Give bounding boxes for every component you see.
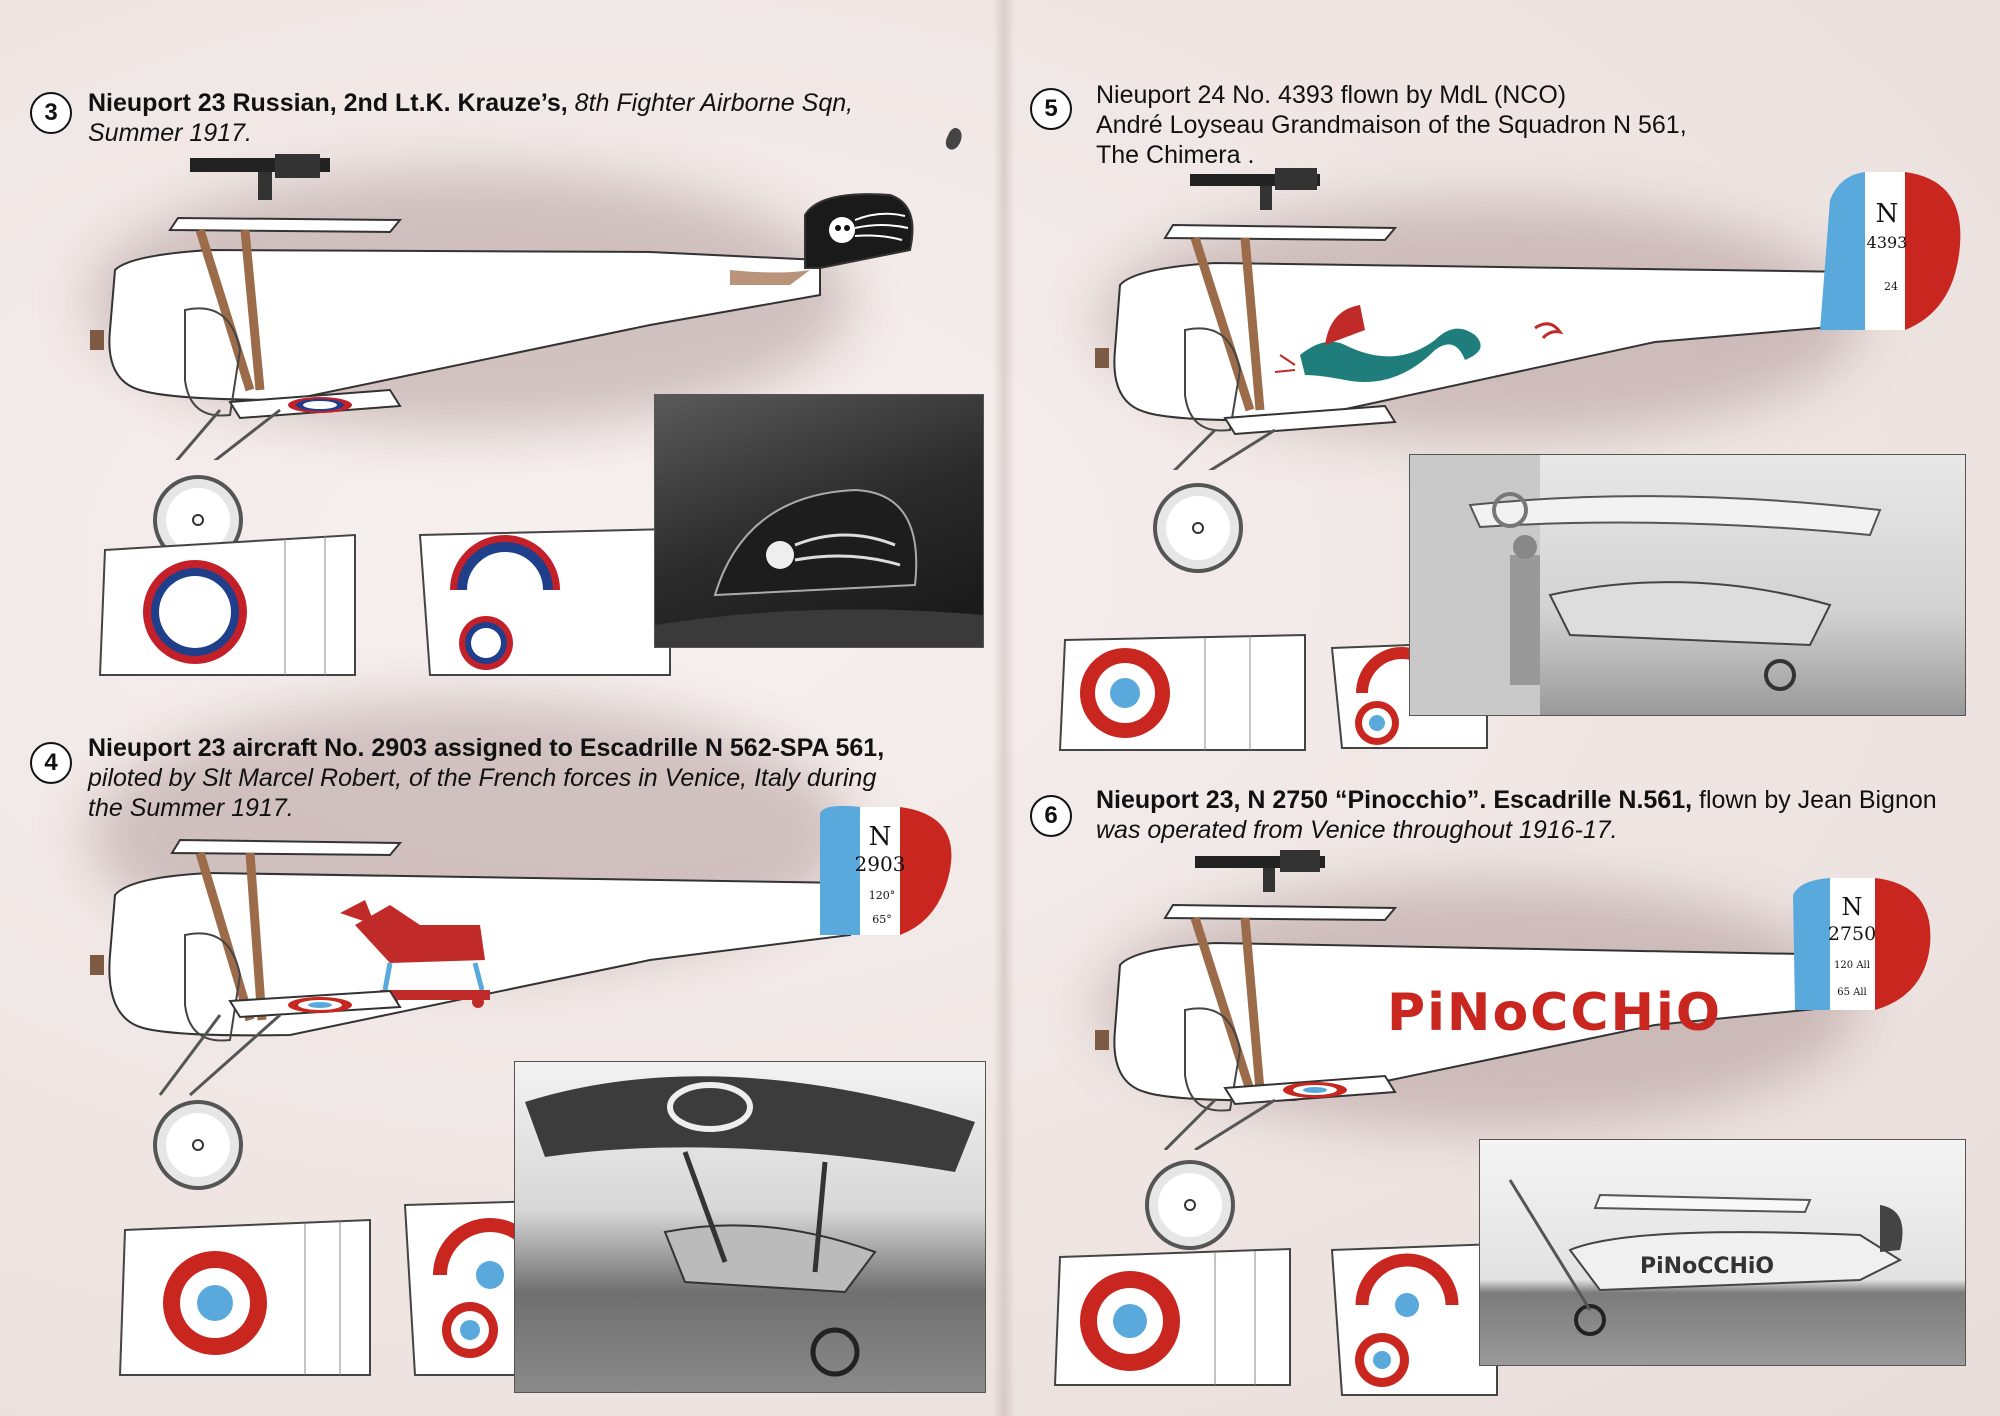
interplane-strut (240, 229, 265, 391)
wheel (153, 475, 243, 565)
caption-italic: piloted by Slt Marcel Robert, of the Fre… (88, 764, 877, 792)
tail-data-text: 65° (872, 913, 892, 926)
photo-fuselage-text: PiNoCCHiO (1640, 1254, 1774, 1279)
entry-number-badge: 4 (30, 742, 72, 784)
tail-letter: N (1842, 893, 1863, 921)
tail-data-text: 120° (869, 889, 896, 902)
machine-gun-icon (1195, 850, 1325, 892)
landing-gear (1172, 428, 1217, 470)
lower-wing-panel (98, 533, 356, 676)
tricolor-rudder (1793, 878, 1931, 1010)
fuselage (1113, 941, 1856, 1102)
landing-gear (213, 408, 281, 460)
wheel (1145, 1160, 1235, 1250)
upper-wing (1163, 223, 1398, 242)
tricolor-rudder (820, 805, 952, 935)
upper-wing (1163, 903, 1398, 922)
landing-gear (175, 409, 222, 460)
landing-gear (1194, 1098, 1276, 1150)
entry-6-caption: Nieuport 23, N 2750 “Pinocchio”. Escadri… (1096, 785, 1976, 845)
machine-gun-icon (1190, 168, 1320, 210)
propeller-hub (90, 330, 104, 350)
interplane-strut (245, 852, 267, 1021)
entry-number-badge: 5 (1030, 88, 1072, 130)
entry-number-badge: 3 (30, 92, 72, 134)
tailplane (730, 270, 810, 285)
wheel (153, 1100, 243, 1190)
tail-serial: 2750 (1828, 923, 1876, 945)
nieuport-24-n4393-profile: N 4393 24 (1095, 168, 1961, 470)
caption-bold: Nieuport 23 Russian, 2nd Lt.K. Krauze’s, (88, 89, 568, 117)
black-rudder (804, 193, 914, 269)
caption-italic: the Summer 1917. (88, 794, 294, 822)
wheel (1153, 483, 1243, 573)
entry-5-caption: Nieuport 24 No. 4393 flown by MdL (NCO) … (1096, 80, 1976, 170)
nieuport-23-n2903-profile: N 2903 120° 65° (90, 805, 952, 1097)
interplane-strut (1190, 236, 1255, 412)
tail-serial: 4393 (1867, 233, 1908, 252)
lower-wing (1223, 404, 1397, 436)
machine-gun-icon (190, 154, 330, 200)
caption-line: The Chimera . (1096, 141, 1255, 169)
cowl-panel (1184, 327, 1242, 432)
caption-line: Nieuport 24 No. 4393 flown by MdL (NCO) (1096, 81, 1567, 109)
interplane-strut (1240, 917, 1265, 1091)
tail-serial: 2903 (855, 852, 906, 876)
landing-gear (1163, 1098, 1217, 1150)
entry-3-caption: Nieuport 23 Russian, 2nd Lt.K. Krauze’s,… (88, 88, 948, 148)
propeller-hub (1095, 348, 1109, 368)
interplane-strut (195, 851, 255, 1022)
caption-italic: was operated from Venice throughout 1916… (1096, 816, 1618, 844)
nieuport-23-n2750-profile: N 2750 120 All 65 All PiNoCCHiO (1095, 850, 1931, 1150)
interplane-strut (1240, 237, 1265, 411)
page-spine (993, 0, 1015, 1416)
upper-wing-panel (418, 527, 671, 676)
fuselage (108, 248, 821, 402)
upper-wing-panel (1330, 1242, 1498, 1396)
caption-italic: Summer 1917. (88, 119, 252, 147)
pinocchio-fuselage-text: PiNoCCHiO (1387, 983, 1722, 1043)
propeller-hub (90, 955, 104, 975)
archive-photo-pinocchio: PiNoCCHiO (1480, 1140, 1965, 1365)
nieuport-23-russian-profile (90, 154, 914, 460)
tail-data-text: 120 All (1834, 960, 1870, 971)
caption-line: flown by Jean Bignon (1692, 786, 1937, 814)
caption-bold: Nieuport 23 aircraft No. 2903 assigned t… (88, 734, 885, 762)
landing-gear (158, 1014, 222, 1096)
tail-letter: N (1876, 199, 1899, 229)
upper-wing (170, 838, 403, 857)
fuselage (1113, 261, 1856, 422)
lower-wing-panel (118, 1218, 371, 1376)
propeller-hub (1095, 1030, 1109, 1050)
caption-bold: Nieuport 23, N 2750 “Pinocchio”. Escadri… (1096, 786, 1693, 814)
landing-gear (1208, 428, 1276, 470)
skull-emblem-icon (829, 212, 909, 243)
tail-data-text: 24 (1884, 280, 1898, 293)
tricolor-rudder (1820, 172, 1961, 330)
cowl-panel (1184, 1007, 1242, 1112)
caption-line: André Loyseau Grandmaison of the Squadro… (1096, 111, 1687, 139)
archive-photo-biplane (515, 1062, 985, 1392)
entry-number-badge: 6 (1030, 795, 1072, 837)
interplane-strut (195, 228, 255, 392)
entry-4-caption: Nieuport 23 aircraft No. 2903 assigned t… (88, 733, 988, 823)
tail-data-text: 65 All (1837, 987, 1867, 998)
interplane-strut (1190, 916, 1255, 1092)
landing-gear (189, 1013, 281, 1097)
tail-letter: N (869, 822, 892, 852)
archive-photo-pilot-plane (1410, 455, 1965, 715)
cowl-panel (184, 307, 242, 417)
archive-photo-tail-skull (655, 395, 983, 647)
caption-italic: 8th Fighter Airborne Sqn, (567, 89, 854, 117)
lower-wing-panel (1053, 1247, 1291, 1386)
upper-wing (168, 216, 403, 234)
chimera-dragon-emblem-icon (1274, 305, 1564, 382)
lower-wing-panel (1058, 633, 1306, 751)
